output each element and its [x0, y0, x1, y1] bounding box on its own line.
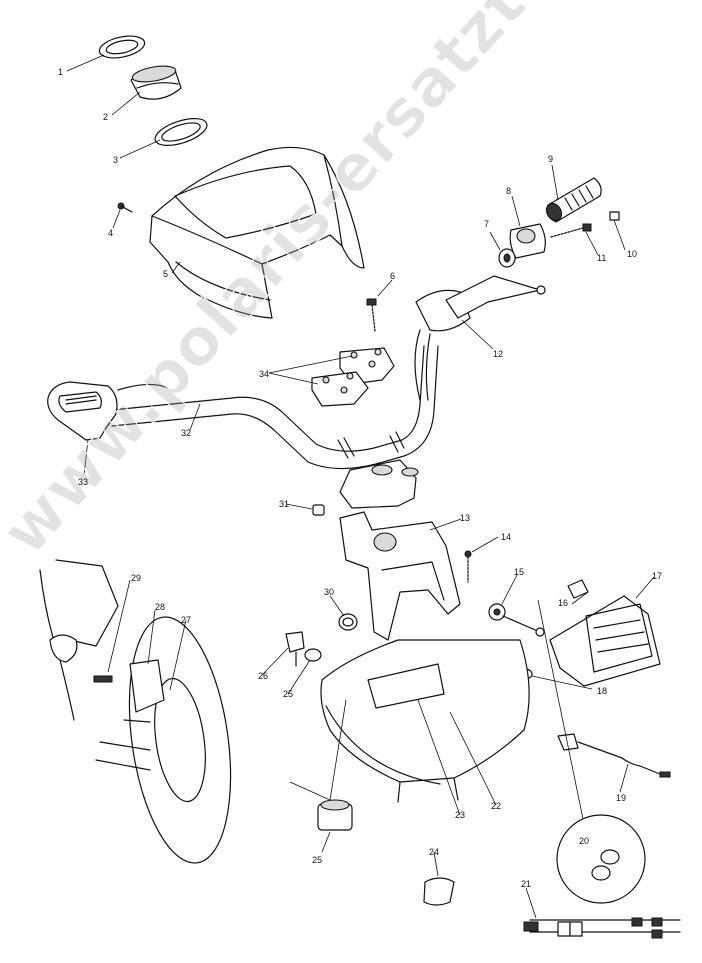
part-24-clip	[423, 877, 455, 906]
callout-15: 15	[514, 567, 525, 577]
part-12-brake-lever	[414, 275, 546, 401]
part-19-wire	[557, 733, 671, 778]
callout-33: 33	[78, 477, 89, 487]
callout-30: 30	[324, 587, 335, 597]
leader-lines	[66, 54, 655, 919]
callout-14: 14	[501, 532, 512, 542]
part-8-housing	[509, 223, 546, 259]
callout-28: 28	[155, 602, 166, 612]
callout-8: 8	[506, 186, 512, 196]
callout-2: 2	[103, 112, 109, 122]
callout-3: 3	[113, 155, 119, 165]
part-4-screw	[117, 202, 133, 213]
callout-13: 13	[460, 513, 471, 523]
part-25-switch	[317, 799, 353, 831]
part-33-master-cylinder	[47, 381, 169, 441]
callout-32: 32	[181, 428, 192, 438]
part-6-bolt	[366, 298, 377, 332]
part-11-screw	[550, 223, 592, 238]
callout-9: 9	[548, 154, 554, 164]
part-30-grommet	[338, 613, 358, 631]
callout-12: 12	[493, 349, 504, 359]
callout-25-lower: 25	[312, 855, 323, 865]
part-17-headlight	[549, 595, 661, 687]
callout-22: 22	[491, 801, 502, 811]
part-21-wire-harness	[523, 917, 681, 939]
part-3-ring	[154, 118, 208, 146]
callout-11: 11	[597, 253, 607, 263]
callout-4: 4	[108, 228, 114, 238]
callout-6: 6	[390, 271, 396, 281]
callout-17: 17	[652, 571, 663, 581]
callout-19: 19	[616, 793, 627, 803]
part-29-steering-knuckle	[39, 559, 151, 771]
callout-25-upper: 25	[283, 689, 294, 699]
part-25-nut	[304, 648, 322, 662]
callout-21: 21	[521, 879, 532, 889]
part-13-bracket	[339, 511, 461, 641]
part-7-washer	[498, 248, 516, 268]
part-31-bushing	[312, 504, 325, 516]
callout-31: 31	[279, 499, 290, 509]
callout-16: 16	[558, 598, 569, 608]
callout-23: 23	[455, 810, 466, 820]
callout-5: 5	[163, 269, 169, 279]
callout-26: 26	[258, 671, 269, 681]
callout-10: 10	[627, 249, 638, 259]
callout-1: 1	[58, 67, 64, 77]
part-clamp-base	[339, 459, 419, 509]
part-26-switch	[285, 631, 305, 667]
part-27-brake-disc	[128, 616, 232, 864]
callout-27: 27	[181, 615, 192, 625]
part-5-cover	[149, 146, 365, 319]
part-32-handlebar	[111, 345, 439, 470]
callout-29: 29	[131, 573, 142, 583]
callout-18: 18	[597, 686, 608, 696]
part-23-headlight-bucket	[320, 639, 530, 803]
part-14-bolt	[464, 550, 472, 583]
callout-34: 34	[259, 369, 270, 379]
part-1-seal-ring	[98, 35, 146, 59]
part-9-grip	[545, 177, 602, 223]
part-10-cap	[609, 211, 620, 221]
part-2-bushing	[130, 65, 182, 100]
callout-20: 20	[579, 836, 590, 846]
part-15-adjuster	[488, 603, 541, 633]
callout-24: 24	[429, 847, 440, 857]
part-34-clamp-blocks	[311, 347, 395, 407]
callout-7: 7	[484, 219, 490, 229]
part-20-detail-inset	[537, 599, 646, 904]
